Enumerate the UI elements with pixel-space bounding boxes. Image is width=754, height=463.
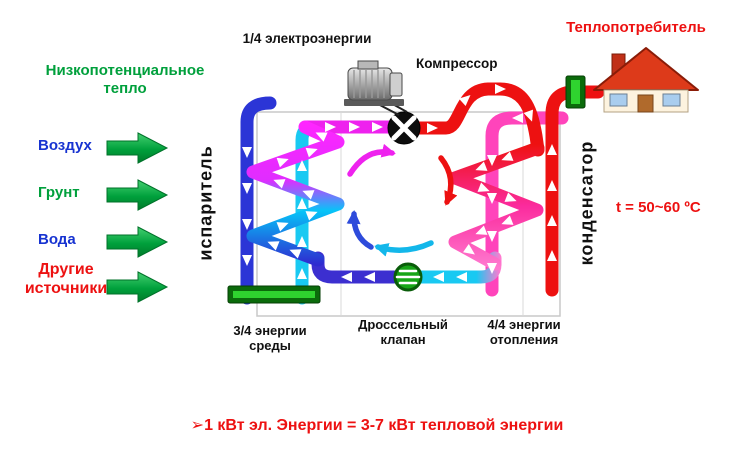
heating-energy-label: 4/4 энергии отопления bbox=[487, 317, 561, 348]
pipe-couplings bbox=[227, 75, 586, 304]
evaporator-coil bbox=[246, 120, 345, 267]
source-label-other: Другие источники bbox=[24, 261, 108, 297]
ground-loop-coupling bbox=[227, 285, 321, 304]
green-right-arrow-icons bbox=[106, 132, 169, 303]
cycle-arrow-top bbox=[347, 143, 396, 177]
low-grade-heat-heading: Низкопотенциальное тепло bbox=[45, 62, 205, 97]
evaporator-label: испаритель bbox=[195, 145, 216, 261]
heating-return-pipe bbox=[485, 111, 569, 297]
environment-energy-label: 3/4 энергии среды bbox=[233, 323, 307, 354]
condenser-label: конденсатор bbox=[576, 140, 597, 266]
electric-energy-label: 1/4 электроэнергии bbox=[242, 31, 372, 46]
source-label-ground: Грунт bbox=[38, 184, 80, 201]
source-label-water: Вода bbox=[38, 231, 76, 248]
pipes bbox=[240, 82, 605, 305]
compressor-label: Компрессор bbox=[416, 56, 498, 71]
source-arrow-air bbox=[106, 132, 169, 164]
brine-pipe-down bbox=[240, 96, 277, 305]
source-arrow-ground bbox=[106, 179, 169, 211]
house-icon bbox=[593, 47, 699, 113]
source-arrow-other bbox=[106, 271, 169, 303]
consumer-coupling bbox=[565, 75, 586, 109]
cycle-arrow-left bbox=[346, 210, 374, 250]
throttle-valve-label: Дроссельный клапан bbox=[358, 317, 448, 348]
source-label-air: Воздух bbox=[38, 137, 92, 154]
compressor-icon bbox=[387, 111, 421, 145]
electric-motor-icon bbox=[344, 60, 408, 116]
throttle-valve-icon bbox=[393, 262, 423, 292]
heat-consumer-label: Теплопотребитель bbox=[566, 19, 706, 36]
energy-formula: ➢1 кВт эл. Энергии = 3-7 кВт тепловой эн… bbox=[190, 417, 564, 434]
cycle-arrow-right bbox=[438, 155, 458, 206]
temperature-label: t = 50~60 ºC bbox=[616, 199, 701, 216]
cycle-direction-arrows bbox=[346, 143, 458, 257]
source-arrow-water bbox=[106, 226, 169, 258]
cycle-arrow-bottom bbox=[374, 240, 434, 257]
liquid-pipe-violet bbox=[311, 251, 401, 284]
